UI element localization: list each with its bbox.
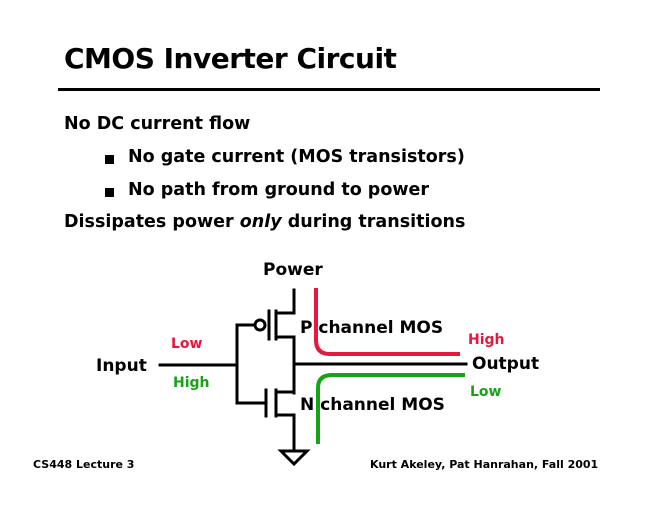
emphasis-only: only bbox=[239, 212, 282, 232]
input-low-label: Low bbox=[171, 336, 203, 352]
bullet-level1-dc-current: No DC current flow bbox=[64, 114, 251, 134]
square-bullet-icon bbox=[105, 188, 114, 197]
pmos-label: P channel MOS bbox=[300, 318, 444, 338]
slide-title: CMOS Inverter Circuit bbox=[64, 42, 397, 75]
bullet-level1-dissipates: Dissipates power only during transitions bbox=[64, 212, 465, 232]
power-label: Power bbox=[263, 260, 323, 280]
footer-authors: Kurt Akeley, Pat Hanrahan, Fall 2001 bbox=[370, 458, 599, 471]
footer-lecture: CS448 Lecture 3 bbox=[33, 458, 135, 471]
input-high-label: High bbox=[173, 375, 210, 391]
pull-down-path bbox=[316, 373, 465, 444]
pmos-drain-source bbox=[274, 288, 296, 315]
nmos-drain bbox=[274, 386, 296, 394]
bullet-level2-no-path: No path from ground to power bbox=[128, 180, 430, 200]
text-segment: Dissipates power bbox=[64, 212, 240, 232]
output-label: Output bbox=[472, 354, 540, 374]
title-rule bbox=[58, 88, 600, 91]
text-segment: during transitions bbox=[281, 212, 466, 232]
pull-up-path bbox=[314, 288, 460, 356]
square-bullet-icon bbox=[105, 155, 114, 164]
pmos-drain bbox=[274, 335, 296, 395]
nmos-source bbox=[274, 413, 296, 452]
pmos-inversion-bubble-icon bbox=[253, 318, 267, 332]
input-label: Input bbox=[96, 356, 147, 376]
output-low-label: Low bbox=[470, 384, 502, 400]
nmos-label: N channel MOS bbox=[300, 395, 445, 415]
ground-icon bbox=[277, 449, 311, 467]
output-high-label: High bbox=[468, 332, 505, 348]
bullet-level2-gate-current: No gate current (MOS transistors) bbox=[128, 147, 465, 167]
